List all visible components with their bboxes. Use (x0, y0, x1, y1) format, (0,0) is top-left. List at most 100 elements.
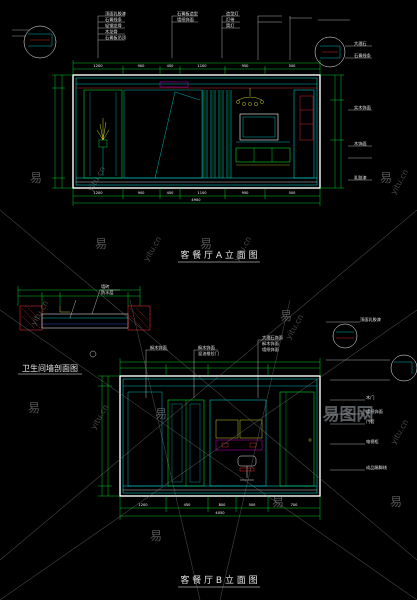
wall-brick-right (127, 305, 151, 331)
callout-label: 顶面乳胶漆 (360, 316, 381, 323)
callout-leaders-right-b (326, 321, 390, 471)
callout-label: 混油推拉门 (198, 350, 219, 357)
callout-label: 电视柜 (366, 438, 379, 445)
callout-label: 枫木饰面 (150, 344, 167, 351)
wall-diagonal (174, 91, 201, 101)
dim-label: 900 (138, 64, 146, 68)
plant-icon (96, 118, 110, 176)
mirror-frame (239, 419, 263, 439)
sink-icon (221, 442, 229, 448)
dim-line-left (52, 74, 73, 189)
callout-label: 乳胶漆 (354, 174, 367, 181)
dim-label: 500 (249, 503, 257, 507)
callout-label: 实木饰面 (354, 104, 371, 111)
callout-label: 墙纸饰面 (366, 408, 383, 415)
dim-ticks-bottom-b (119, 496, 321, 520)
section-mark (89, 350, 97, 358)
door-handle (308, 438, 312, 442)
callout-leaders-right (318, 19, 372, 181)
tv-screen (242, 116, 276, 138)
watermark-text: 易 (28, 401, 40, 415)
slat-wall-accent (204, 90, 230, 178)
dim-label: 1200 (138, 503, 148, 507)
elevation-a: 1200 900 450 1100 950 500 1200 900 450 1… (12, 10, 372, 263)
dim-label: 950 (242, 64, 250, 68)
watermark-text: 易 (390, 495, 402, 509)
watermark-logo: 易图网 (323, 405, 374, 425)
callout-label: 轻钢龙骨 (105, 22, 122, 29)
dim-total: 4050 (215, 511, 225, 515)
section-title: 卫生间墙剖面图 (22, 363, 78, 373)
watermark-text: 易 (280, 309, 292, 323)
wall-diagonal (154, 91, 176, 179)
ceiling-light-fixture (159, 81, 189, 88)
section-leaders (69, 289, 120, 319)
callout-label: 大理石 (354, 40, 367, 47)
callout-label: 木龙骨 (105, 28, 118, 35)
callout-label: 筒灯 (226, 22, 235, 29)
detail-callout-circle (332, 323, 358, 349)
chandelier-icon (236, 88, 264, 106)
callout-label: 石膏板吊顶 (105, 34, 127, 41)
callout-label: 石膏线条 (354, 52, 372, 59)
callout-label: 木门 (366, 394, 374, 401)
callout-label: 石膏线条 (105, 16, 123, 23)
watermark-lines (0, 209, 417, 600)
elevation-a-frame (72, 74, 321, 189)
elevation-a-title: 客 餐 厅 A 立 面 图 (180, 249, 257, 261)
dim-label: 1200 (93, 64, 103, 68)
pipe-detail (59, 306, 70, 313)
elevation-b: 1200 450 800 500 700 4050 枫木饰面 枫木饰面 混油推拉… (98, 316, 417, 588)
callout-label: 枫木饰面 (198, 344, 215, 351)
door-panel (171, 403, 183, 483)
dim-label: 700 (291, 503, 299, 507)
dim-label: 1200 (93, 191, 103, 195)
elevation-b-frame (119, 375, 321, 497)
dim-label: 450 (167, 191, 175, 195)
counter-top (215, 439, 263, 451)
callout-label: 墙纸饰面 (177, 16, 194, 23)
watermark-text: 易 (30, 171, 42, 185)
bathroom-wall-section: 墙砖 防水层 卫生间墙剖面图 (17, 283, 151, 375)
right-shelf-inner (299, 95, 314, 141)
detail-callout-circle (314, 36, 346, 68)
door-panel (189, 403, 201, 483)
dim-label: 450 (184, 503, 192, 507)
watermark-text: 易 (150, 529, 162, 543)
detail-callout-circle (12, 25, 57, 59)
mirror-frame (215, 419, 239, 439)
chair-icon (237, 455, 257, 481)
dim-label: 500 (289, 64, 297, 68)
slat-wall (202, 90, 232, 178)
callout-leaders-top (97, 15, 312, 60)
callout-label: 石膏板造型 (177, 10, 198, 17)
watermark-text: 易 (272, 495, 284, 509)
dim-label: 900 (138, 191, 146, 195)
elevation-b-inner-frame (122, 378, 318, 494)
dim-ticks-top (72, 60, 321, 75)
section-label: 墙砖 (101, 283, 109, 290)
dim-label: 450 (167, 64, 175, 68)
callout-label: 枫木饰面 (262, 340, 279, 347)
dim-label: 500 (289, 191, 297, 195)
brick-hatch (129, 307, 149, 329)
watermark-text: 易 (200, 237, 212, 251)
callout-label: 墙纸饰面 (262, 346, 279, 353)
section-label: 防水层 (101, 289, 114, 296)
elevation-b-title: 客 餐 厅 B 立 面 图 (180, 574, 257, 586)
callout-label: 木饰面 (354, 140, 367, 147)
callout-label: 造型灯 (226, 10, 239, 17)
callout-label: 门套 (366, 418, 375, 425)
watermark-text: 易 (155, 407, 167, 421)
dim-total: 4900 (191, 198, 201, 202)
dim-line-right (320, 74, 344, 189)
watermark-text: 易 (95, 237, 107, 251)
callout-label: 顶面乳胶漆 (105, 10, 126, 17)
dim-label: 1100 (197, 64, 207, 68)
brick-hatch (21, 307, 41, 329)
callout-label: 成品踢脚线 (366, 464, 388, 471)
watermark-text: 易 (380, 171, 392, 185)
dim-label: 950 (242, 191, 250, 195)
